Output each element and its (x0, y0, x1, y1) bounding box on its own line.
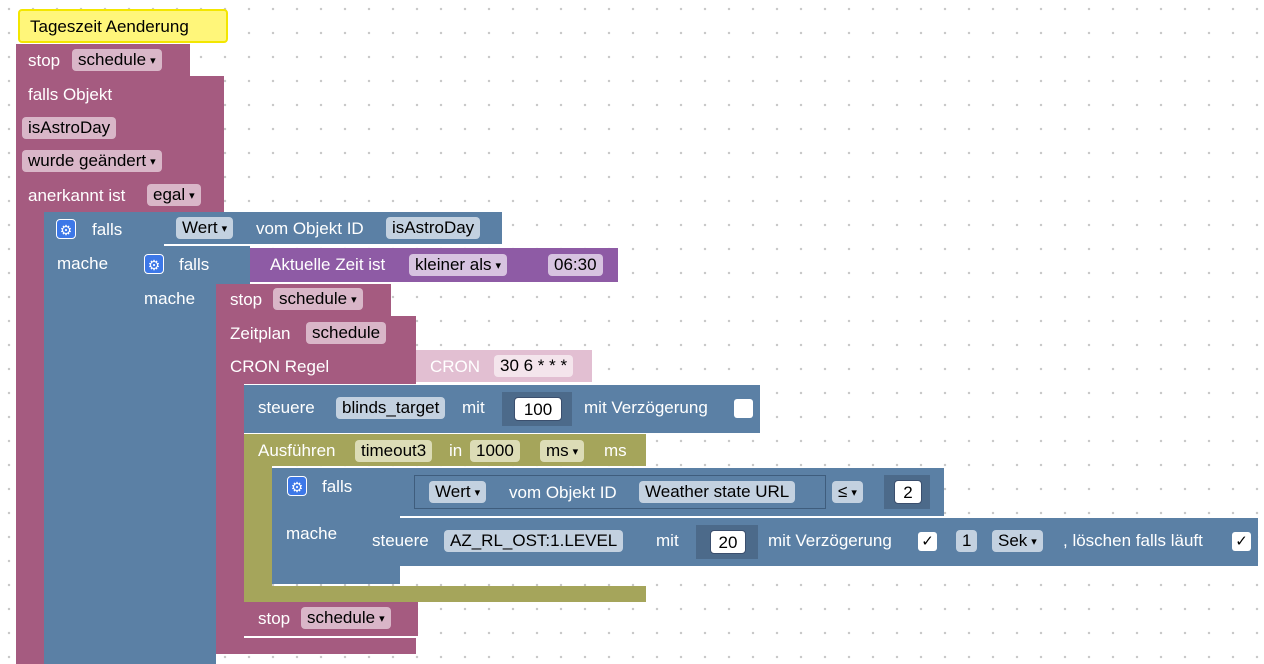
ack-dropdown[interactable]: egal▾ (147, 184, 201, 206)
of-object-label: vom Objekt ID (256, 219, 364, 238)
schedule-dropdown[interactable]: schedule▾ (273, 288, 363, 310)
set-az-level-block[interactable]: steuere AZ_RL_OST:1.LEVEL mit 20 mit Ver… (360, 518, 1258, 566)
time-compare-block[interactable]: Aktuelle Zeit ist kleiner als▾ 06:30 (250, 248, 618, 282)
in-label: in (449, 441, 463, 460)
clear-checkbox[interactable]: ✓ (1232, 532, 1251, 551)
delay-checkbox[interactable]: ✓ (918, 532, 937, 551)
cron-value-field[interactable]: 30 6 * * * (494, 355, 574, 377)
zeitplan-label: Zeitplan (230, 324, 291, 343)
chevron-down-icon: ▾ (851, 487, 857, 499)
get-value-block-isastroday[interactable]: Wert▾ vom Objekt ID isAstroDay (164, 212, 502, 244)
if-block-3-body (272, 518, 360, 568)
ack-label: anerkannt ist (28, 186, 126, 205)
compare-input[interactable]: 2 (894, 480, 922, 504)
stop-schedule-block-inner[interactable]: stop schedule▾ (216, 284, 391, 316)
schedule-dropdown[interactable]: schedule▾ (301, 607, 391, 629)
falls-objekt-label: falls Objekt (28, 85, 113, 104)
object-id-field[interactable]: Weather state URL (639, 481, 796, 503)
if3-mache-label: mache (286, 524, 338, 543)
schedule-dropdown[interactable]: schedule▾ (72, 49, 162, 71)
chevron-down-icon: ▾ (150, 156, 156, 168)
zeitplan-name-field[interactable]: schedule (306, 322, 387, 344)
timeout-name-field[interactable]: timeout3 (355, 440, 433, 462)
if3-falls-label: falls (322, 477, 353, 496)
if1-mache-label: mache (57, 254, 109, 273)
of-object-label: vom Objekt ID (509, 483, 617, 502)
delay-unit-dropdown[interactable]: Sek▾ (992, 530, 1043, 552)
value-dropdown[interactable]: Wert▾ (176, 217, 234, 239)
delay-checkbox[interactable] (734, 399, 753, 418)
unit-dropdown[interactable]: ms▾ (540, 440, 585, 462)
clear-label: , löschen falls läuft (1063, 531, 1203, 550)
mit-label: mit (462, 398, 485, 417)
if-block-3-footer (272, 566, 400, 584)
set-label: steuere (372, 531, 429, 550)
timeout-label: Ausführen (258, 441, 336, 460)
zeitplan-body (216, 384, 244, 654)
delay-label: mit Verzögerung (768, 531, 892, 550)
target-field[interactable]: AZ_RL_OST:1.LEVEL (444, 530, 624, 552)
if1-falls-label: falls (92, 220, 123, 239)
mit-label: mit (656, 531, 679, 550)
stop-schedule-block-bottom[interactable]: stop schedule▾ (244, 602, 418, 636)
gear-icon[interactable]: ⚙ (287, 476, 307, 496)
cron-label: CRON (430, 357, 481, 376)
gear-icon[interactable]: ⚙ (56, 219, 76, 239)
stop-schedule-block-top[interactable]: stop schedule▾ (16, 44, 190, 76)
chevron-down-icon: ▾ (351, 294, 357, 306)
timeout-block[interactable]: Ausführen timeout3 in 1000 ms▾ ms (244, 434, 646, 466)
time-field[interactable]: 06:30 (548, 254, 603, 276)
chevron-down-icon: ▾ (572, 446, 579, 458)
value-dropdown[interactable]: Wert▾ (429, 481, 487, 503)
set-label: steuere (258, 398, 315, 417)
chevron-down-icon: ▾ (1031, 536, 1037, 548)
if2-mache-label: mache (144, 289, 196, 308)
stop-label: stop (258, 609, 291, 628)
chevron-down-icon: ▾ (379, 613, 385, 625)
zeitplan-footer (216, 638, 416, 654)
set-blinds-target-block[interactable]: steuere blinds_target mit 100 mit Verzög… (244, 385, 760, 433)
chevron-down-icon: ▾ (189, 190, 195, 202)
if-block-1-body (44, 246, 132, 664)
delay-value-field[interactable]: 1 (956, 530, 978, 552)
object-id-field[interactable]: isAstroDay (386, 217, 481, 239)
chevron-down-icon: ▾ (474, 487, 481, 499)
stop-label: stop (230, 290, 263, 309)
gear-icon[interactable]: ⚙ (144, 254, 164, 274)
operator-dropdown[interactable]: ≤▾ (832, 481, 863, 503)
chevron-down-icon: ▾ (495, 260, 502, 272)
timeout-footer (244, 586, 646, 602)
value-input[interactable]: 20 (710, 530, 746, 554)
timeout-value-field[interactable]: 1000 (470, 440, 520, 462)
value-input[interactable]: 100 (514, 397, 562, 421)
object-field-isastroday[interactable]: isAstroDay (22, 117, 117, 139)
if2-falls-label: falls (179, 255, 210, 274)
changed-dropdown[interactable]: wurde geändert▾ (22, 150, 162, 172)
target-field[interactable]: blinds_target (336, 397, 446, 419)
if-block-2-body (132, 284, 216, 664)
chevron-down-icon: ▾ (150, 55, 156, 67)
stop-label: stop (28, 51, 61, 70)
hat-label: Tageszeit Aenderung (30, 17, 189, 36)
trigger-body (16, 205, 44, 664)
cron-block[interactable]: CRON 30 6 * * * (416, 350, 592, 382)
comment-hat-block[interactable]: Tageszeit Aenderung (18, 9, 228, 43)
unit-label: ms (604, 441, 627, 460)
time-label: Aktuelle Zeit ist (270, 255, 386, 274)
cron-rule-label: CRON Regel (230, 357, 330, 376)
get-value-block-weather[interactable]: Wert▾ vom Objekt ID Weather state URL (414, 475, 826, 509)
operator-dropdown[interactable]: kleiner als▾ (409, 254, 508, 276)
timeout-body (244, 466, 272, 588)
chevron-down-icon: ▾ (221, 223, 228, 235)
compare-block[interactable]: Wert▾ vom Objekt ID Weather state URL ≤▾… (400, 468, 944, 516)
delay-label: mit Verzögerung (584, 398, 708, 417)
